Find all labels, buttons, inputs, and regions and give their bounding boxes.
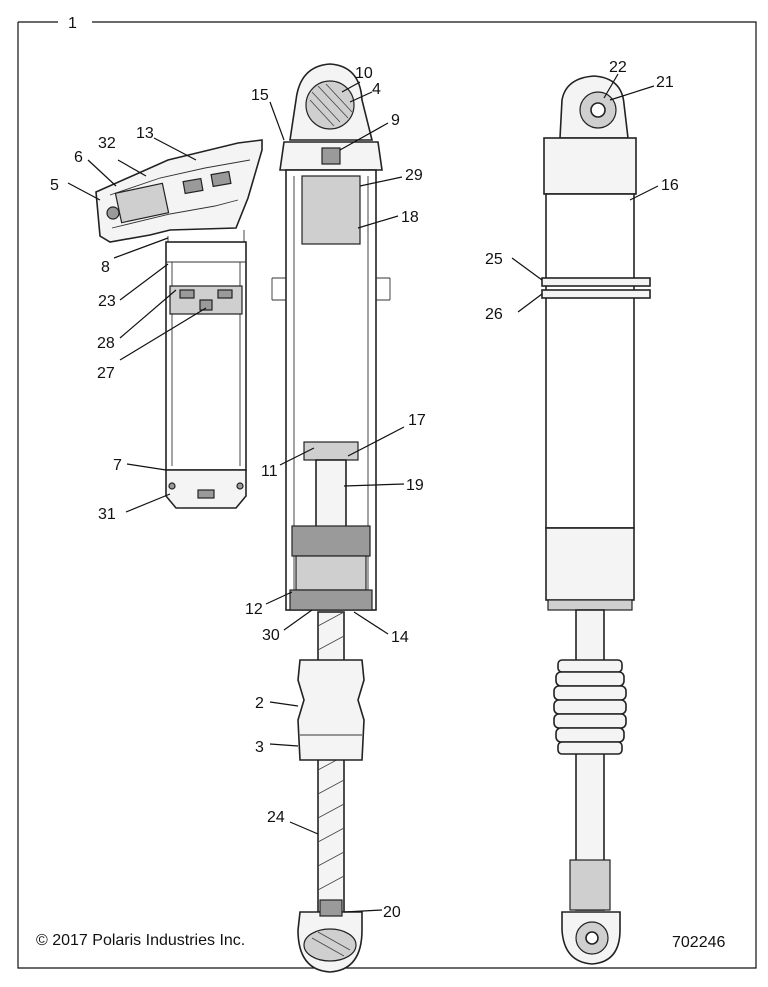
callout-25: 25 xyxy=(485,251,503,268)
valve-stack xyxy=(291,525,371,557)
copyright-notice: © 2017 Polaris Industries Inc. xyxy=(36,932,245,949)
rebound-nut xyxy=(303,441,359,461)
assembled-boot xyxy=(553,659,627,755)
callout-16: 16 xyxy=(661,177,679,194)
callout-3: 3 xyxy=(255,739,264,756)
callout-20: 20 xyxy=(383,904,401,921)
reservoir-body xyxy=(165,241,247,471)
callout-5: 5 xyxy=(50,177,59,194)
callout-9: 9 xyxy=(391,112,400,129)
callout-14: 14 xyxy=(391,629,409,646)
callout-31: 31 xyxy=(98,506,116,523)
callout-28: 28 xyxy=(97,335,115,352)
callout-29: 29 xyxy=(405,167,423,184)
assembled-shock xyxy=(541,75,651,965)
assembled-body xyxy=(545,193,635,529)
callout-30: 30 xyxy=(262,627,280,644)
callout-17: 17 xyxy=(408,412,426,429)
shock-section xyxy=(271,63,391,973)
callout-numbers: 2 3 4 5 6 7 8 9 10 11 12 13 14 15 16 17 … xyxy=(50,59,679,921)
shaft xyxy=(317,611,345,913)
callout-21: 21 xyxy=(656,74,674,91)
callout-23: 23 xyxy=(98,293,116,310)
diagram-frame xyxy=(17,21,757,969)
callout-15: 15 xyxy=(251,87,269,104)
callout-26: 26 xyxy=(485,306,503,323)
bumper xyxy=(301,175,361,245)
leader-lines xyxy=(67,73,659,913)
preload-ring-bottom xyxy=(541,289,651,299)
callout-7: 7 xyxy=(113,457,122,474)
callout-12: 12 xyxy=(245,601,263,618)
callout-11: 11 xyxy=(261,463,278,480)
reservoir-assembly xyxy=(95,139,263,509)
callout-6: 6 xyxy=(74,149,83,166)
callout-10: 10 xyxy=(355,65,373,82)
callout-22: 22 xyxy=(609,59,627,76)
assembly-number: 1 xyxy=(68,15,77,32)
callout-27: 27 xyxy=(97,365,115,382)
callout-24: 24 xyxy=(267,809,285,826)
bump-stop xyxy=(297,659,365,761)
callout-32: 32 xyxy=(98,135,116,152)
callout-13: 13 xyxy=(136,125,154,142)
drawing-number: 702246 xyxy=(672,934,725,951)
callout-8: 8 xyxy=(101,259,110,276)
preload-ring-top xyxy=(541,277,651,287)
callout-4: 4 xyxy=(372,81,381,98)
callout-18: 18 xyxy=(401,209,419,226)
callout-19: 19 xyxy=(406,477,424,494)
reservoir-end-cap xyxy=(165,469,247,509)
callout-2: 2 xyxy=(255,695,264,712)
